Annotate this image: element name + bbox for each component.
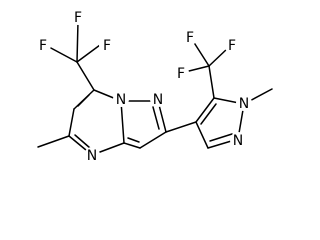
bond-c6-c5 xyxy=(68,108,75,137)
bond-c5-methyl xyxy=(37,135,70,148)
bond-c3-c3a-double xyxy=(127,137,140,143)
bond-cf3-f2 xyxy=(48,46,78,63)
atom-n-ring2: N xyxy=(233,133,243,149)
bond-cf3-f3 xyxy=(76,44,101,63)
atom-f-left: F xyxy=(39,38,47,54)
bond-cf3r-f4 xyxy=(208,47,229,67)
atom-f-lower-left: F xyxy=(177,66,185,82)
bond-cf3r-f6 xyxy=(184,65,210,73)
bond-c3-c3a xyxy=(123,142,141,149)
bond-n2p-c3p-double xyxy=(209,133,233,142)
bond-c4p-c5p xyxy=(195,97,215,123)
bond-c2-c3 xyxy=(139,131,167,149)
bond-c4p-c5p-double xyxy=(200,103,217,125)
atom-f-right: F xyxy=(103,38,111,54)
bond-c2-c4prime xyxy=(165,121,197,133)
bond-cf3-f1 xyxy=(76,20,79,63)
bond-cf3r-f5 xyxy=(192,40,210,67)
atom-f-upper-left: F xyxy=(186,30,194,46)
bond-c3p-c4p xyxy=(195,121,209,149)
atom-n-pyrimidine: N xyxy=(87,148,97,164)
structure-svg: F F F N N N N N F F F xyxy=(37,10,273,164)
bond-c7-cf3 xyxy=(76,61,95,91)
atom-f-upper-right: F xyxy=(228,38,236,54)
molecule-diagram: F F F N N N N N F F F xyxy=(37,10,273,164)
atom-n-bridgehead: N xyxy=(116,92,126,108)
atom-f-top: F xyxy=(74,10,82,26)
atom-n-methylated: N xyxy=(239,96,249,112)
bond-c5p-cf3 xyxy=(208,65,215,99)
bond-n1-c2-double xyxy=(152,106,160,130)
bond-c7-c6-double xyxy=(77,94,90,107)
bond-c3a-n-bridge xyxy=(120,100,125,144)
atom-n-pyrazole: N xyxy=(153,92,163,108)
bond-c5-n4-double xyxy=(74,134,91,149)
